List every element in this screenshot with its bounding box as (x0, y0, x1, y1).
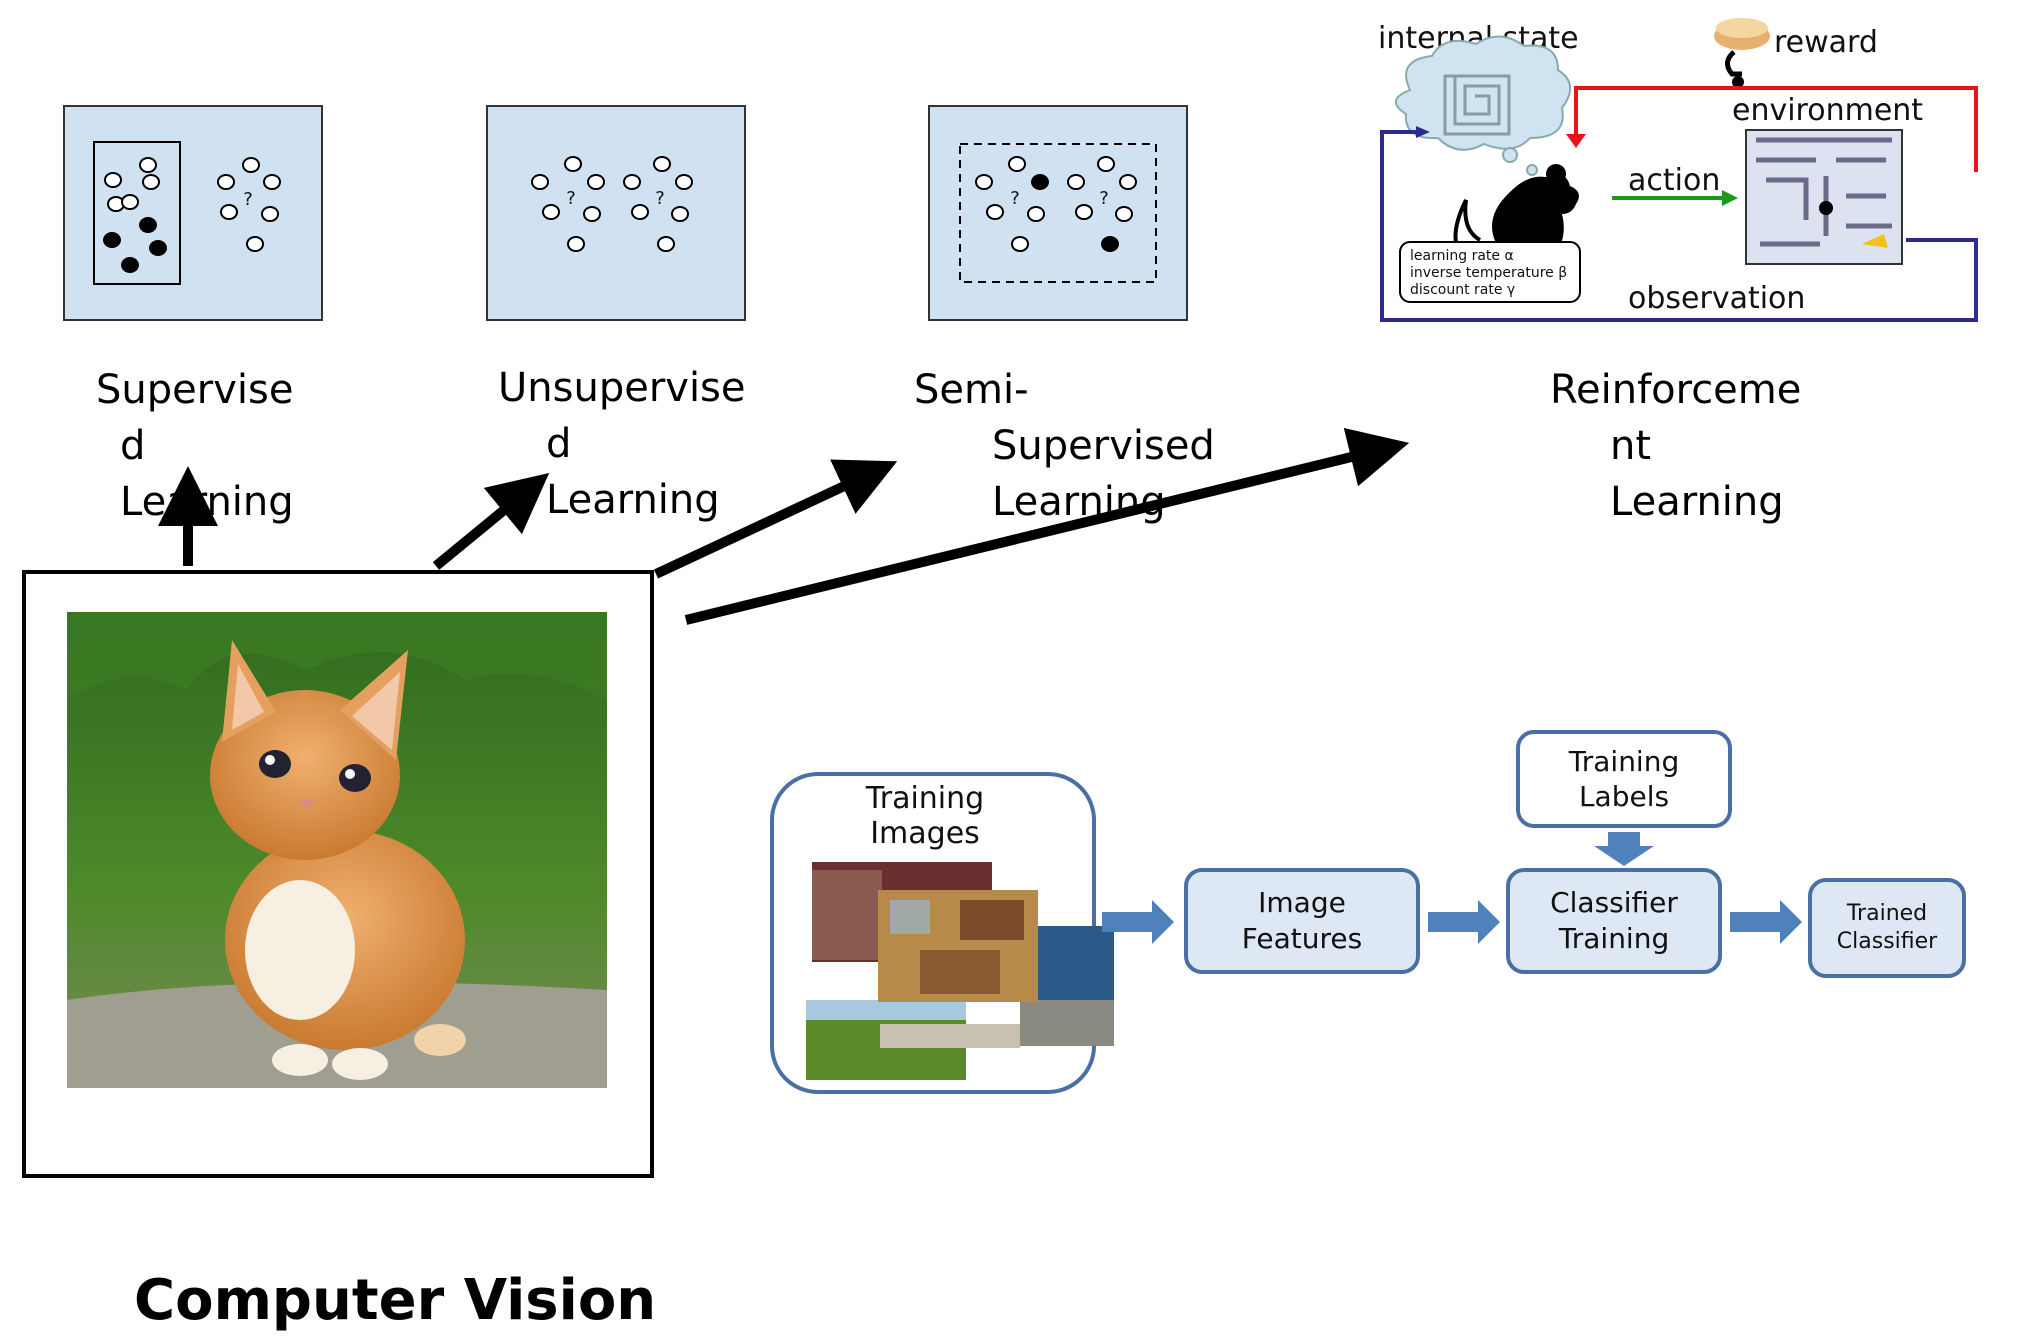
semi-supervised-panel: ? ? (928, 105, 1188, 321)
supervised-line2: d (120, 423, 146, 469)
pipeline-arrow-down (1594, 832, 1654, 866)
pipeline-arrow-3 (1730, 900, 1802, 944)
training-image-thumbnails (806, 862, 1114, 1080)
reinforcement-learning-label: Reinforceme nt Learning (1550, 362, 1801, 530)
classification-pipeline: Training Images Image Features Training … (770, 730, 1966, 1094)
image-features-line2: Features (1242, 922, 1362, 955)
pipeline-arrow-2 (1428, 900, 1500, 944)
reward-icon (1714, 18, 1770, 88)
arrow-to-semi-supervised (653, 459, 898, 579)
question-mark: ? (1010, 188, 1020, 209)
semi-supervised-learning-label: Semi- Supervised Learning (914, 362, 1215, 530)
reward-label: reward (1774, 25, 1878, 60)
observation-loop (1380, 130, 1978, 322)
kitten-photo (67, 612, 607, 1088)
param-learning-rate: learning rate α (1410, 248, 1514, 264)
semi-line3: Learning (992, 479, 1166, 525)
semi-line2: Supervised (992, 423, 1215, 469)
computer-vision-title: Computer Vision (134, 1268, 657, 1333)
trained-classifier-line2: Classifier (1837, 929, 1938, 954)
training-labels-line1: Training (1568, 745, 1679, 778)
training-labels-box (1516, 730, 1732, 828)
question-mark: ? (566, 188, 576, 209)
trained-classifier-box (1808, 878, 1966, 978)
maze-icon (1745, 129, 1903, 265)
image-features-line1: Image (1258, 886, 1346, 919)
arrow-to-reinforcement (684, 427, 1410, 625)
supervised-line3: Learning (120, 479, 294, 525)
image-features-box (1184, 868, 1420, 974)
reward-loop (1574, 86, 1978, 172)
arrow-to-unsupervised (432, 472, 550, 570)
pipeline-arrow-1 (1102, 900, 1174, 944)
training-images-line1: Training (865, 781, 984, 816)
reward-arrowhead (1566, 134, 1586, 148)
supervised-learning-label: Supervise d Learning (96, 362, 294, 530)
supervised-panel: ? (63, 105, 323, 321)
classifier-training-line1: Classifier (1550, 886, 1678, 919)
observation-arrowhead (1416, 126, 1430, 138)
observation-label: observation (1628, 281, 1805, 316)
unsupervised-panel: ? ? (486, 105, 746, 321)
paradigm-arrows (158, 427, 1410, 625)
question-mark: ? (243, 189, 253, 210)
unsupervised-line3: Learning (546, 477, 720, 523)
reinforcement-line2: nt (1610, 423, 1652, 469)
environment-label: environment (1732, 93, 1923, 128)
param-discount-rate: discount rate γ (1410, 282, 1515, 298)
unsupervised-line1: Unsupervise (498, 365, 746, 411)
question-mark: ? (655, 188, 665, 209)
training-labels-line2: Labels (1579, 780, 1669, 813)
question-mark: ? (1099, 188, 1109, 209)
computer-vision-image-frame (22, 570, 654, 1178)
thought-cloud-icon (1395, 35, 1571, 176)
reinforcement-line1: Reinforceme (1550, 367, 1802, 413)
reinforcement-diagram: internal state reward environment (1378, 18, 1978, 322)
classifier-training-box (1506, 868, 1722, 974)
trained-classifier-line1: Trained (1846, 901, 1927, 926)
supervised-line1: Supervise (96, 367, 294, 413)
semi-line1: Semi- (914, 367, 1029, 413)
reinforcement-line3: Learning (1610, 479, 1784, 525)
action-label: action (1628, 163, 1720, 198)
classifier-training-line2: Training (1558, 922, 1669, 955)
mouse-icon (1453, 164, 1579, 262)
action-arrowhead (1722, 190, 1738, 206)
training-images-line2: Images (870, 816, 980, 851)
unsupervised-learning-label: Unsupervise d Learning (498, 360, 746, 528)
params-box (1399, 241, 1581, 303)
param-inverse-temperature: inverse temperature β (1410, 265, 1567, 281)
unsupervised-line2: d (546, 421, 572, 467)
